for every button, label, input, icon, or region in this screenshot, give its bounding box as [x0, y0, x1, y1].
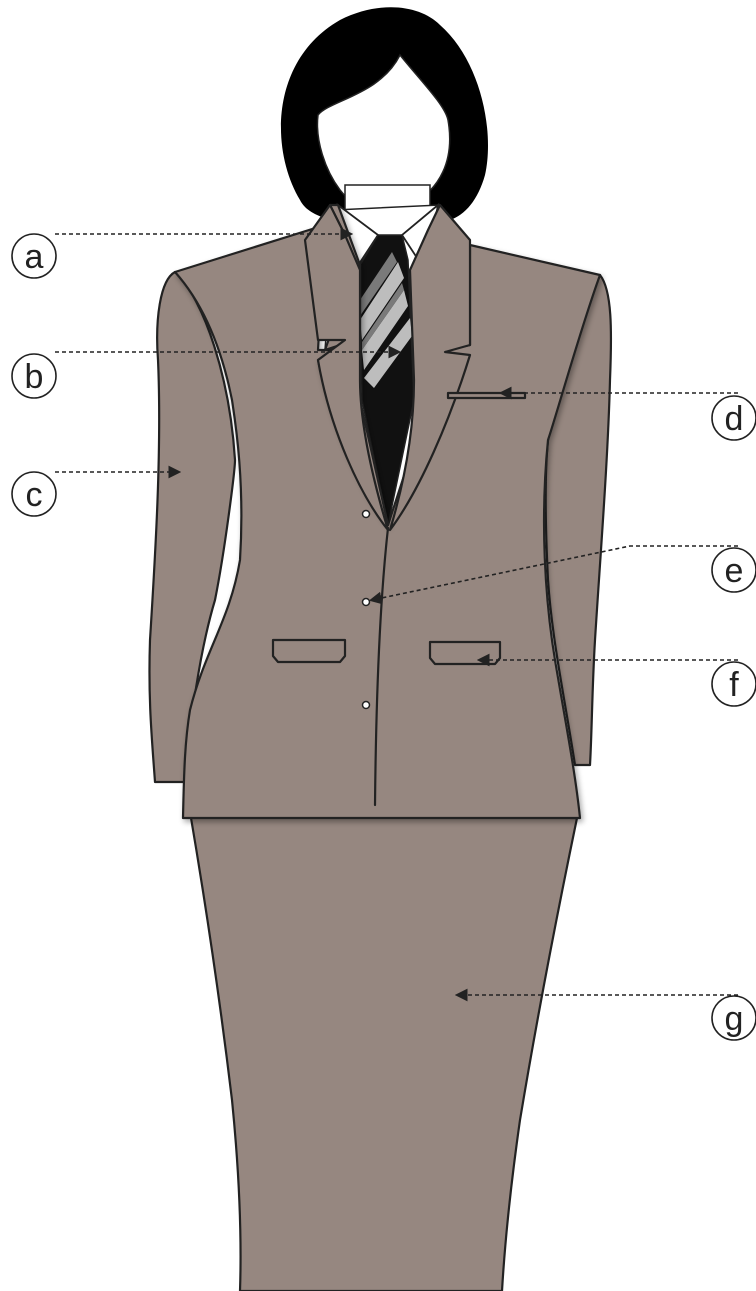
- button-top: [363, 511, 370, 518]
- callout-a-text: a: [25, 238, 44, 276]
- skirt: [190, 812, 577, 1291]
- callout-e: e: [712, 548, 756, 592]
- callout-g: g: [712, 996, 756, 1040]
- callout-c-text: c: [26, 476, 43, 514]
- callout-d: d: [712, 396, 756, 440]
- left-flap-pocket: [273, 640, 345, 662]
- callout-d-text: d: [725, 400, 744, 438]
- callout-e-text: e: [725, 552, 744, 590]
- callout-g-text: g: [725, 1000, 744, 1038]
- button-bottom: [363, 702, 370, 709]
- callout-a: a: [12, 234, 56, 278]
- callout-c: c: [12, 472, 56, 516]
- callout-b-text: b: [25, 358, 44, 396]
- callout-f: f: [712, 662, 756, 706]
- callout-f-text: f: [729, 666, 739, 704]
- callout-b: b: [12, 354, 56, 398]
- button-middle: [363, 599, 370, 606]
